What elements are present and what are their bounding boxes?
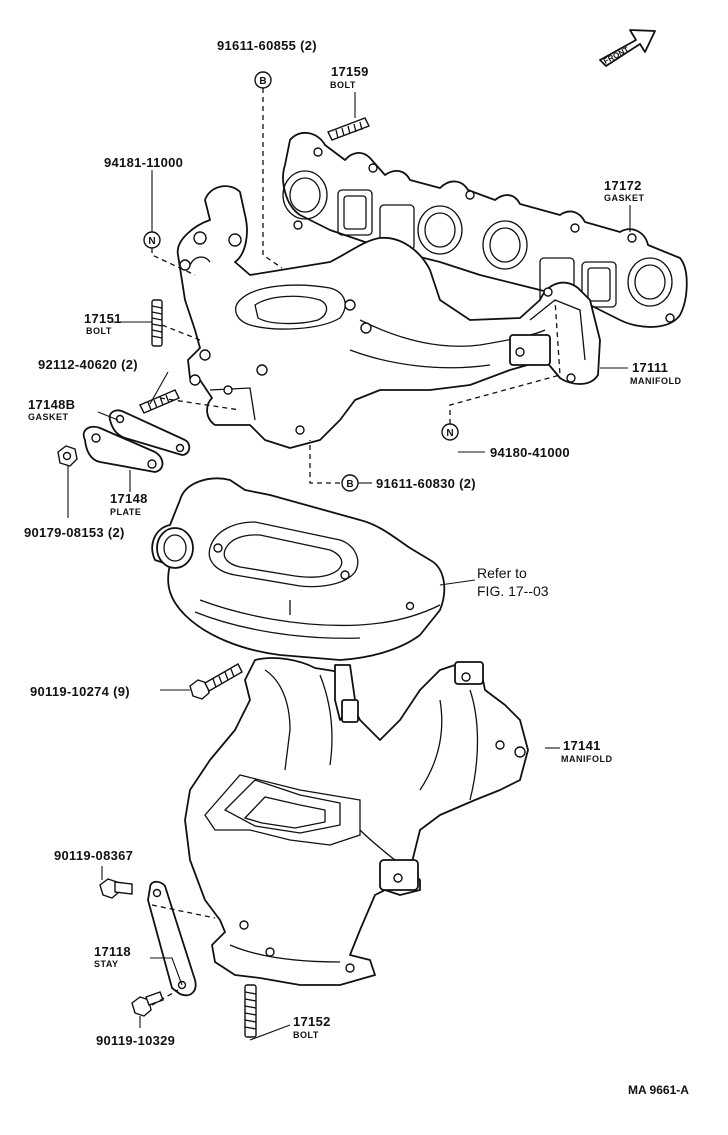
part-name-p4: GASKET (604, 193, 645, 203)
stay-17118-drawing (147, 880, 197, 997)
part-number-p13: 90119-10274 (9) (30, 684, 130, 699)
part-number-p8: 17148B (28, 397, 76, 412)
part-number-p17: 17152 (293, 1014, 331, 1029)
b-symbol-icon: B (254, 71, 272, 89)
phantom-lines (151, 88, 561, 1006)
part-name-p17: BOLT (293, 1030, 319, 1040)
figure-code: MA 9661-A (628, 1083, 689, 1097)
part-name-p8: GASKET (28, 412, 69, 422)
refer-note-line1: Refer to (477, 565, 527, 581)
part-number-p7: 17111 (632, 360, 669, 375)
svg-text:N: N (148, 236, 155, 247)
leader-lines (67, 92, 631, 1041)
part-number-p18: 90119-10329 (96, 1033, 176, 1048)
part-number-p16: 17118 (94, 944, 131, 959)
part-name-p7: MANIFOLD (630, 376, 682, 386)
refer-note-line2: FIG. 17--03 (477, 583, 549, 599)
part-number-p6: 92112-40620 (2) (38, 357, 138, 372)
intake-manifold-drawing (184, 657, 529, 986)
part-number-p2: 17159 (331, 64, 369, 79)
svg-text:B: B (346, 479, 353, 490)
n-symbol-icon: N (143, 231, 161, 249)
bolt-90119-10274-drawing (189, 663, 243, 700)
front-arrow-icon (599, 29, 656, 67)
bolt-90119-10329-drawing (131, 991, 164, 1017)
part-name-p5: BOLT (86, 326, 112, 336)
bolt-90119-08367-drawing (99, 878, 133, 899)
part-name-p14: MANIFOLD (561, 754, 613, 764)
nut-90179-drawing (57, 445, 78, 467)
part-name-p16: STAY (94, 959, 119, 969)
b-symbol-icon: B (341, 474, 359, 492)
gasket-17148b-drawing (108, 409, 191, 456)
part-number-p5: 17151 (84, 311, 122, 326)
stud-bolt-17151-drawing (151, 299, 163, 347)
stud-92112-drawing (139, 389, 180, 414)
part-number-p1: 91611-60855 (2) (217, 38, 317, 53)
stud-bolt-17159-drawing (327, 117, 370, 141)
plate-17148-drawing (82, 425, 164, 473)
part-name-p2: BOLT (330, 80, 356, 90)
part-name-p10: PLATE (110, 507, 142, 517)
svg-text:N: N (446, 428, 453, 439)
n-symbol-icon: N (441, 423, 459, 441)
stud-bolt-17152-drawing (244, 984, 257, 1038)
exhaust-gasket-drawing (282, 131, 688, 328)
intake-plenum-drawing (151, 477, 446, 661)
part-number-p9: 94180-41000 (490, 445, 570, 460)
part-number-p11: 91611-60830 (2) (376, 476, 476, 491)
part-number-p15: 90119-08367 (54, 848, 134, 863)
exhaust-manifold-drawing (176, 185, 601, 449)
svg-text:B: B (259, 76, 266, 87)
part-number-p3: 94181-11000 (104, 155, 184, 170)
part-number-p4: 17172 (604, 178, 642, 193)
part-number-p10: 17148 (110, 491, 148, 506)
part-number-p12: 90179-08153 (2) (24, 525, 125, 540)
part-number-p14: 17141 (563, 738, 601, 753)
